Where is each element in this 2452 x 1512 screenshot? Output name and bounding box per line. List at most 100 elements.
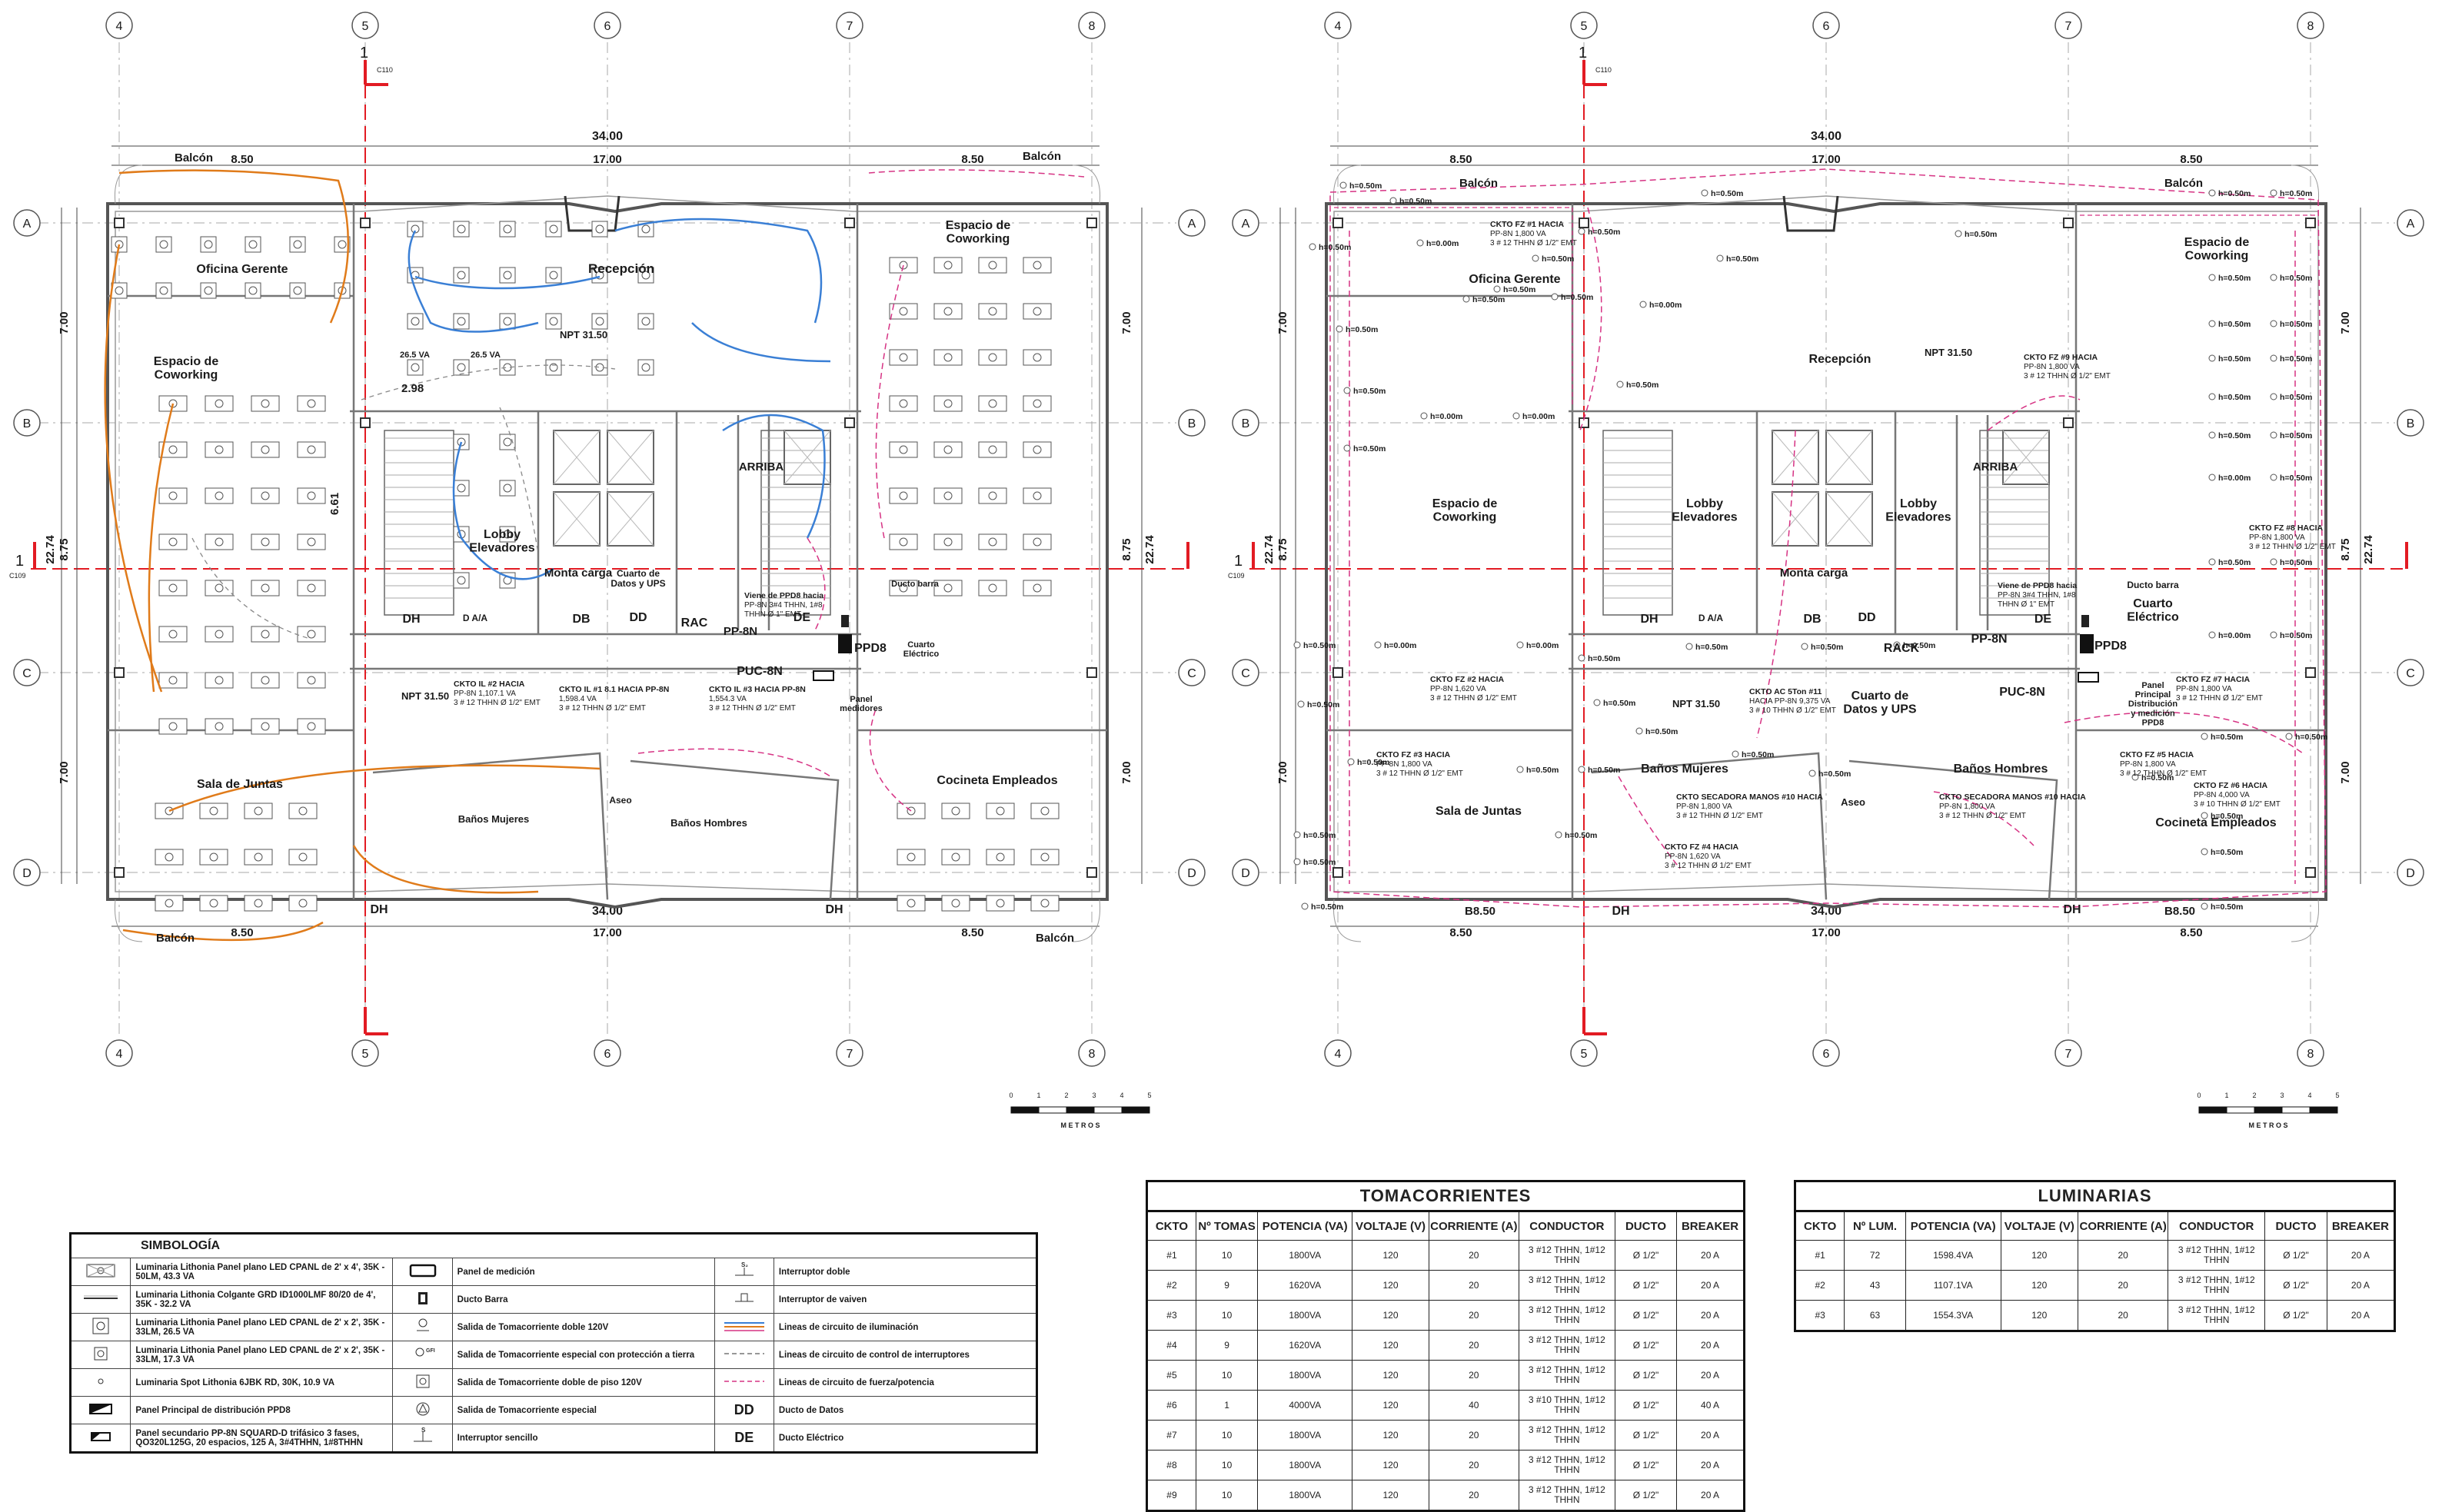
- outlet-icon: [1578, 654, 1585, 662]
- light-fixture: [289, 282, 306, 299]
- outlet-height: h=0.50m: [1503, 285, 1535, 294]
- grid-bubble: [351, 12, 379, 39]
- circuit-note-load: PP-8N 1,800 VA: [2120, 760, 2176, 769]
- dimension-overall: 34.00: [592, 130, 623, 143]
- light-fixture: [158, 626, 188, 643]
- table-cell: 120: [2000, 1240, 2078, 1271]
- room-label-dh2: DH: [370, 903, 388, 916]
- outlet-icon: [1593, 699, 1601, 706]
- scale-unit: M E T R O S: [1060, 1122, 1100, 1129]
- section-number: 1: [15, 553, 24, 570]
- room-label-arriba: ARRIBA: [1973, 460, 2018, 474]
- legend-label: Panel secundario PP-8N SQUARD-D trifásic…: [130, 1424, 394, 1453]
- table-cell: Ø 1/2": [1614, 1270, 1678, 1301]
- light-fixture-core: [549, 317, 558, 326]
- light-fixture: [158, 718, 188, 735]
- light-fixture-core: [503, 530, 512, 539]
- light-fixture-core: [595, 224, 604, 234]
- outlet-height: h=0.50m: [1588, 766, 1620, 775]
- grid-label: 8: [1089, 1048, 1096, 1061]
- room-label-puc: PUC-8N: [737, 665, 783, 678]
- table-cell: 20: [1428, 1330, 1519, 1361]
- int-vaiven-icon: [714, 1285, 774, 1314]
- grid-label: 6: [1823, 1048, 1830, 1061]
- dimension-side: 8.50: [961, 926, 983, 939]
- light-fixture-core: [641, 363, 650, 372]
- table-cell: 20: [2077, 1300, 2169, 1331]
- section-ref: C109: [1228, 572, 1245, 580]
- grid-bubble-top: 8: [1078, 12, 1106, 39]
- outlet-icon: [1293, 858, 1301, 866]
- outlet-icon: [1701, 189, 1708, 197]
- outlet-height: h=0.50m: [2280, 558, 2312, 567]
- light-fixture: [297, 626, 326, 643]
- tomacorrientes-header-6: DUCTO: [1614, 1211, 1678, 1241]
- elevator-shaft: [553, 491, 601, 547]
- light-fixture: [978, 533, 1007, 550]
- legend-label: Ducto Barra: [451, 1285, 715, 1314]
- light-fixture: [158, 533, 188, 550]
- elevator-cross: [553, 430, 601, 485]
- circuit-note-conductor: 3 # 12 THHN Ø 1/2" EMT: [1665, 862, 1752, 870]
- dimension-side: 8.50: [231, 926, 253, 939]
- outlet-icon: [2208, 189, 2216, 197]
- light-fixture-core: [1033, 261, 1042, 270]
- grid-bubble: [594, 12, 621, 39]
- light-fixture: [205, 626, 234, 643]
- light-fixture: [637, 267, 654, 284]
- panel-2x4-icon: [69, 1258, 131, 1286]
- dimension-661: 6.61: [328, 493, 341, 515]
- light-fixture: [251, 533, 280, 550]
- light-fixture: [297, 395, 326, 412]
- outlet-height: h=0.50m: [1307, 700, 1339, 709]
- light-fixture: [1023, 580, 1052, 596]
- outlet-icon: [2208, 431, 2216, 439]
- light-fixture: [637, 221, 654, 238]
- outlet-icon: [1339, 181, 1347, 189]
- toma-piso-icon: [392, 1368, 453, 1397]
- grid-label: 4: [1335, 1048, 1342, 1061]
- structural-column: [844, 218, 855, 228]
- structural-column: [2305, 867, 2316, 878]
- grid-bubble-top: 8: [2297, 12, 2324, 39]
- table-cell: 10: [1195, 1360, 1259, 1391]
- outlet-icon: [1309, 243, 1316, 251]
- light-fixture-core: [215, 491, 224, 500]
- light-fixture-core: [298, 899, 308, 908]
- section-ref: C110: [1595, 66, 1612, 74]
- light-fixture: [941, 895, 970, 912]
- circuit-note-title: CKTO FZ #1 HACIA: [1490, 220, 1564, 229]
- grid-label: 6: [1823, 20, 1830, 33]
- luminarias-header-5: CONDUCTOR: [2168, 1211, 2266, 1241]
- toma-doble-icon: [392, 1313, 453, 1341]
- table-cell: 3 #12 THHN, 1#12 THHN: [1518, 1270, 1615, 1301]
- circuit-note-title: CKTO SECADORA MANOS #10 HACIA: [1939, 793, 2086, 802]
- table-cell: 120: [1352, 1480, 1429, 1511]
- legend-label: Interruptor doble: [773, 1258, 1038, 1286]
- table-cell: Ø 1/2": [1614, 1240, 1678, 1271]
- scale-unit: M E T R O S: [2248, 1122, 2287, 1129]
- legend-label: Luminaria Lithonia Panel plano LED CPANL…: [130, 1313, 394, 1341]
- light-fixture: [499, 572, 516, 589]
- table-cell: 120: [1352, 1420, 1429, 1451]
- light-fixture-core: [943, 445, 953, 454]
- power-circuit: [637, 169, 1085, 812]
- ducto-barra-icon: [841, 615, 849, 627]
- light-fixture-core: [307, 630, 316, 639]
- grid-label: D: [1187, 867, 1196, 880]
- table-cell: 1800VA: [1257, 1240, 1353, 1271]
- outlet-icon: [1301, 902, 1309, 910]
- outlet-height: h=0.50m: [1303, 641, 1336, 650]
- circuit-note-load: 1,598.4 VA: [559, 695, 597, 703]
- interior-wall: [115, 195, 1100, 892]
- light-fixture: [251, 626, 280, 643]
- table-cell: #2: [1146, 1270, 1196, 1301]
- room-label-balcon2: Balcón: [2164, 177, 2203, 190]
- outlet-height: h=0.50m: [2218, 354, 2251, 364]
- light-fixture-core: [248, 240, 258, 249]
- outlet-icon: [2270, 189, 2277, 197]
- dimension-mid: 17.00: [1812, 926, 1841, 939]
